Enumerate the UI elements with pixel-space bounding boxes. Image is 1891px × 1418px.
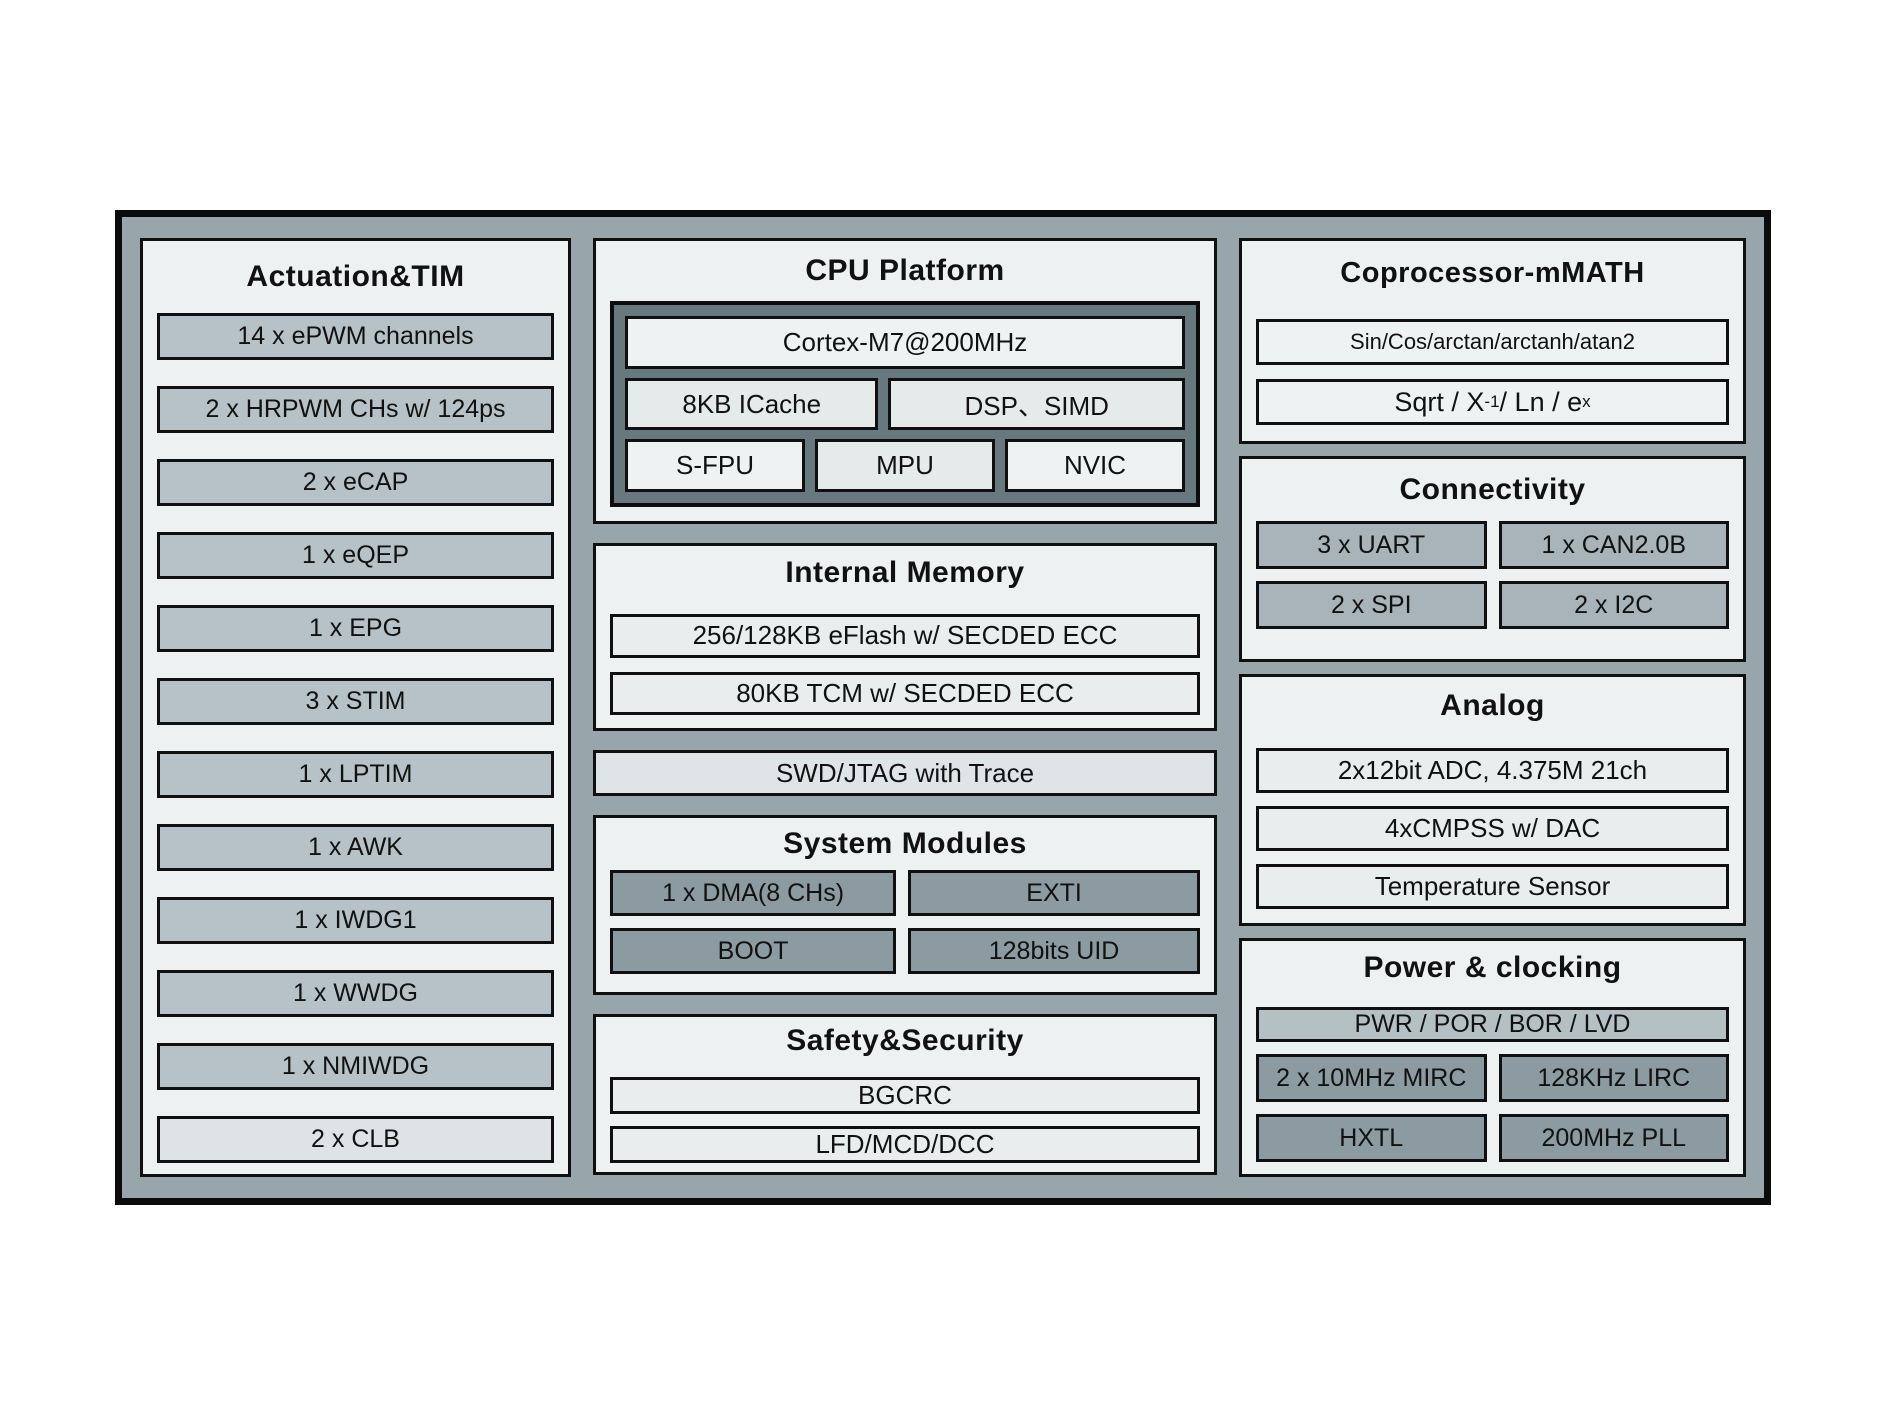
block-dma: 1 x DMA(8 CHs) [610,870,897,916]
internal-memory-panel: Internal Memory 256/128KB eFlash w/ SECD… [593,543,1217,731]
block-pll: 200MHz PLL [1498,1114,1729,1162]
power-clocking-title: Power & clocking [1363,951,1622,984]
block-uart: 3 x UART [1256,521,1487,569]
block-stim: 3 x STIM [157,678,554,725]
safety-security-title: Safety&Security [786,1024,1024,1057]
internal-memory-title: Internal Memory [785,556,1025,589]
cpu-row-core: Cortex-M7@200MHz [625,316,1185,369]
block-eflash: 256/128KB eFlash w/ SECDED ECC [610,614,1200,658]
block-boot: BOOT [610,928,897,974]
block-cmpss: 4xCMPSS w/ DAC [1256,806,1729,851]
actuation-tim-items: 14 x ePWM channels 2 x HRPWM CHs w/ 124p… [157,313,554,1163]
block-mirc: 2 x 10MHz MIRC [1256,1054,1487,1102]
system-modules-panel: System Modules 1 x DMA(8 CHs) EXTI BOOT … [593,815,1217,995]
analog-panel: Analog 2x12bit ADC, 4.375M 21ch 4xCMPSS … [1239,674,1746,926]
block-i2c: 2 x I2C [1498,581,1729,629]
block-uid: 128bits UID [908,928,1200,974]
cpu-platform-title: CPU Platform [805,254,1005,287]
coprocessor-mmath-panel: Coprocessor-mMATH Sin/Cos/arctan/arctanh… [1239,238,1746,444]
block-spi: 2 x SPI [1256,581,1487,629]
actuation-tim-panel: Actuation&TIM 14 x ePWM channels 2 x HRP… [140,238,571,1177]
cpu-row-units: S-FPU MPU NVIC [625,439,1185,493]
block-icache: 8KB ICache [625,377,879,431]
chip-frame: Actuation&TIM 14 x ePWM channels 2 x HRP… [115,210,1771,1205]
block-awk: 1 x AWK [157,824,554,871]
sqrt-base: Sqrt / X [1394,386,1485,417]
block-lirc: 128KHz LIRC [1498,1054,1729,1102]
connectivity-title: Connectivity [1399,473,1586,506]
cpu-core-container: Cortex-M7@200MHz 8KB ICache DSP、SIMD S-F… [610,301,1200,507]
actuation-tim-title: Actuation&TIM [246,260,465,293]
block-bgcrc: BGCRC [610,1077,1200,1114]
block-can: 1 x CAN2.0B [1498,521,1729,569]
block-dsp-simd: DSP、SIMD [888,377,1185,431]
right-column: Coprocessor-mMATH Sin/Cos/arctan/arctanh… [1239,238,1746,1177]
middle-column: CPU Platform Cortex-M7@200MHz 8KB ICache… [593,238,1217,1177]
block-hrpwm: 2 x HRPWM CHs w/ 124ps [157,386,554,433]
connectivity-panel: Connectivity 3 x UART 1 x CAN2.0B 2 x SP… [1239,456,1746,662]
system-modules-grid: 1 x DMA(8 CHs) EXTI BOOT 128bits UID [610,870,1200,974]
block-adc: 2x12bit ADC, 4.375M 21ch [1256,748,1729,793]
block-wwdg: 1 x WWDG [157,970,554,1017]
analog-title: Analog [1440,689,1545,722]
block-swd-jtag: SWD/JTAG with Trace [593,750,1217,796]
block-lfd-mcd-dcc: LFD/MCD/DCC [610,1126,1200,1163]
block-clb: 2 x CLB [157,1116,554,1163]
clock-grid: 2 x 10MHz MIRC 128KHz LIRC HXTL 200MHz P… [1256,1054,1729,1162]
block-eqep: 1 x eQEP [157,532,554,579]
block-nmiwdg: 1 x NMIWDG [157,1043,554,1090]
system-modules-title: System Modules [783,827,1027,860]
block-epwm: 14 x ePWM channels [157,313,554,360]
connectivity-grid: 3 x UART 1 x CAN2.0B 2 x SPI 2 x I2C [1256,521,1729,629]
safety-security-panel: Safety&Security BGCRC LFD/MCD/DCC [593,1014,1217,1175]
block-pwr-por-bor-lvd: PWR / POR / BOR / LVD [1256,1007,1729,1042]
block-lptim: 1 x LPTIM [157,751,554,798]
block-ecap: 2 x eCAP [157,459,554,506]
block-cortex-m7: Cortex-M7@200MHz [625,316,1185,369]
coprocessor-mmath-title: Coprocessor-mMATH [1340,256,1645,289]
power-clocking-panel: Power & clocking PWR / POR / BOR / LVD 2… [1239,938,1746,1177]
cpu-platform-panel: CPU Platform Cortex-M7@200MHz 8KB ICache… [593,238,1217,524]
block-sfpu: S-FPU [625,439,805,493]
block-trig-functions: Sin/Cos/arctan/arctanh/atan2 [1256,319,1729,365]
block-nvic: NVIC [1005,439,1185,493]
block-temp-sensor: Temperature Sensor [1256,864,1729,909]
sqrt-mid: / Ln / e [1499,386,1583,417]
block-hxtl: HXTL [1256,1114,1487,1162]
block-epg: 1 x EPG [157,605,554,652]
block-exti: EXTI [908,870,1200,916]
block-tcm: 80KB TCM w/ SECDED ECC [610,671,1200,715]
block-mpu: MPU [815,439,995,493]
block-iwdg1: 1 x IWDG1 [157,897,554,944]
cpu-row-cache: 8KB ICache DSP、SIMD [625,377,1185,431]
